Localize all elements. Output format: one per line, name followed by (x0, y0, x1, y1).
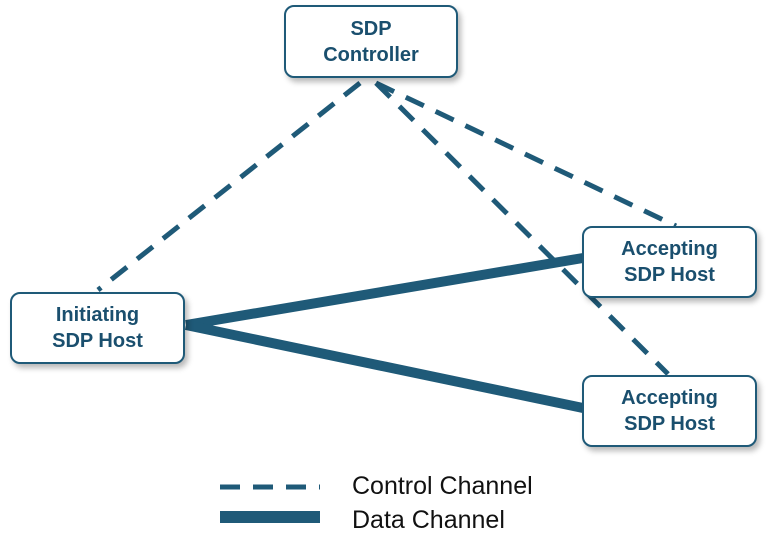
sdp-controller-node: SDP Controller (284, 5, 458, 78)
controller-label-line2: Controller (323, 43, 419, 66)
accepting-sdp-host-node-1: Accepting SDP Host (582, 226, 757, 298)
control-channel-to-initiating (96, 81, 362, 292)
initiating-sdp-host-node: Initiating SDP Host (10, 292, 185, 364)
accepting-2-label-line2: SDP Host (624, 413, 715, 435)
initiating-label-line2: SDP Host (52, 330, 143, 352)
control-channels (96, 80, 678, 376)
initiating-label-line1: Initiating (55, 304, 140, 326)
control-channel-to-accepting-1 (374, 80, 678, 229)
controller-label-line1: SDP (350, 17, 392, 40)
data-channel-to-accepting-2 (184, 320, 585, 413)
accepting-2-label-line1: Accepting (621, 387, 718, 409)
data-channels (184, 253, 585, 413)
accepting-sdp-host-node-2: Accepting SDP Host (582, 375, 757, 447)
accepting-1-label-line2: SDP Host (624, 264, 715, 286)
accepting-1-label-line1: Accepting (621, 238, 718, 260)
legend-data-label: Data Channel (352, 506, 505, 534)
legend-control-label: Control Channel (352, 472, 533, 500)
data-channel-to-accepting-1 (185, 253, 584, 330)
control-channel-to-accepting-2 (374, 81, 670, 376)
